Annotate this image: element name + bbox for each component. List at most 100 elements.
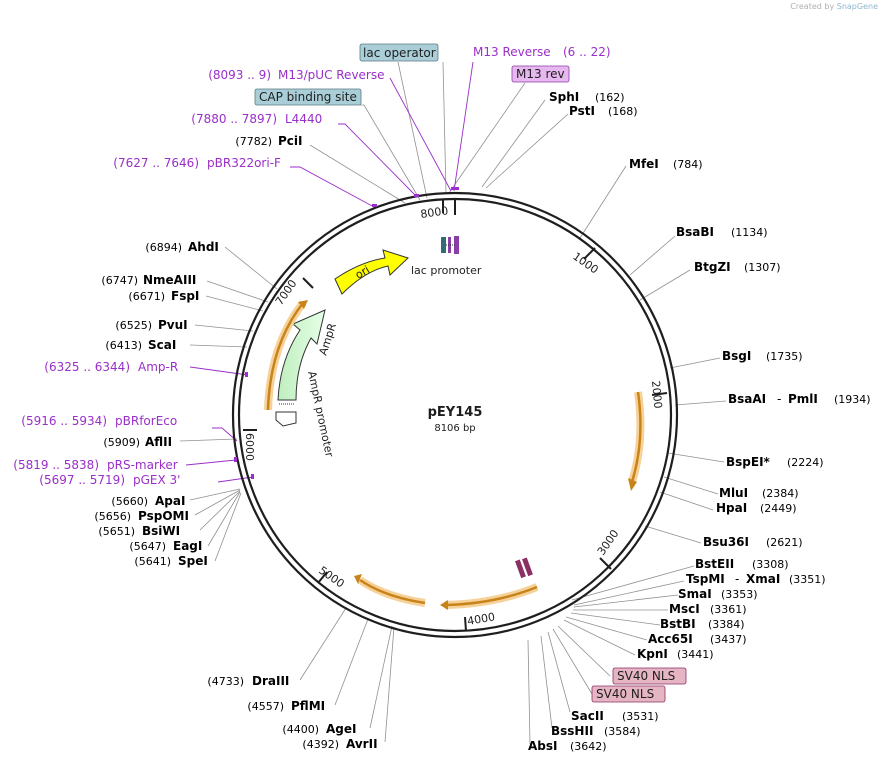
enzyme-pos: (3531) [622,710,659,723]
snapgene-credit: Created by SnapGene [790,2,878,11]
enzyme-name: HpaI [716,501,747,515]
enzyme-name: DraIII [252,674,289,688]
enzyme-name: Bsu36I [703,535,749,549]
enzyme-pos: (3384) [708,618,745,631]
primer-range: (5697 .. 5719) [39,473,125,487]
major-ticks [243,199,668,632]
primer-name: L4440 [285,112,322,126]
ampr-promoter-label: AmpR promoter [305,370,336,459]
enzyme-pos: (4557) [247,700,284,713]
enzyme-pos: (6671) [128,290,165,303]
enzyme-pos: (2621) [766,536,803,549]
primer-name: pBRforEco [115,414,177,428]
enzyme-pos: (6413) [105,339,142,352]
primer-range: (5819 .. 5838) [13,458,99,472]
enzyme-pos: (5909) [103,436,140,449]
enzyme-pos: (3351) [789,573,826,586]
primer-labels: M13 Reverse (6 .. 22) (8093 .. 9) M13/pU… [13,45,610,487]
enzyme-pos: (1307) [744,261,781,274]
tick-label: 6000 [243,433,256,461]
enzyme-name: KpnI [637,647,668,661]
plasmid-length: 8106 bp [434,423,475,434]
enzyme-name: SpeI [178,554,208,568]
enzyme-pos: (784) [673,158,703,171]
m13-rev-box: M13 rev [516,67,565,81]
primer-name: M13/pUC Reverse [278,68,385,82]
enzyme-name: AgeI [326,722,356,736]
enzyme-sep: - [777,392,781,406]
primer-name: M13 Reverse [473,45,551,59]
enzyme-name: AhdI [188,240,219,254]
enzyme-pos: (1735) [766,350,803,363]
enzyme-name: EagI [173,539,202,553]
enzyme-pos: (4733) [207,675,244,688]
enzyme-pos: (3441) [677,648,714,661]
primer-name: pGEX 3' [133,473,180,487]
sv40-nls-box-2: SV40 NLS [596,687,654,701]
ampr-promoter-arrow [275,411,297,427]
primer-range: (7627 .. 7646) [113,156,199,170]
sv40-nls-feature [515,557,533,579]
enzyme-name: AvrII [346,737,378,751]
tick-label: 5000 [316,564,346,591]
left-enzyme-labels: (7782) PciI (6894) AhdI (6747) NmeAIII (… [94,134,377,751]
tick-label: 8000 [420,204,450,221]
enzyme-name: XmaI [746,572,780,586]
enzyme-pos: (4392) [302,738,339,751]
enzyme-pos: (6525) [115,319,152,332]
lac-promoter-feature [441,236,459,254]
enzyme-name: ScaI [148,338,176,352]
enzyme-pos: (3361) [710,603,747,616]
lac-promoter-label: lac promoter [411,264,482,277]
enzyme-pos: (3642) [570,740,607,753]
snapgene-logo: SnapGene [836,2,878,11]
enzyme-name: BstEII [695,557,734,571]
sv40-nls-box-1: SV40 NLS [617,669,675,683]
enzyme-name: BsaAI [728,392,766,406]
primer-name: pRS-marker [107,458,178,472]
feature-boxes: lac operator M13 rev CAP binding site SV… [254,43,687,703]
right-leader-lines [481,99,727,745]
enzyme-name: BsgI [722,349,751,363]
enzyme-pos: (2449) [760,502,797,515]
enzyme-name: BssHII [551,724,593,738]
enzyme-pos: (6747) [101,274,138,287]
enzyme-pos: (4400) [282,723,319,736]
enzyme-pos: (3353) [721,588,758,601]
enzyme-name: SmaI [678,587,712,601]
ampr-arrow [277,309,326,401]
enzyme-name: AflII [145,435,172,449]
enzyme-pos: (168) [608,105,638,118]
enzyme-pos: (1134) [731,226,768,239]
primer-range: (6325 .. 6344) [44,360,130,374]
enzyme-pos: (162) [595,91,625,104]
primer-range: (7880 .. 7897) [191,112,277,126]
enzyme-pos: (2384) [762,487,799,500]
enzyme-name: PvuI [158,318,188,332]
enzyme-pos: (7782) [235,135,272,148]
enzyme-name: SphI [549,90,579,104]
enzyme-name: FspI [171,289,199,303]
ori-label: ori [353,263,372,281]
cds-arrowheads [298,300,637,610]
enzyme-name: BsaBI [676,225,714,239]
enzyme-name: PmlI [788,392,818,406]
ori-arrow [334,249,409,295]
right-enzyme-labels: SphI (162) PstI (168) MfeI (784) BsaBI (… [528,90,871,753]
primer-name: pBR322ori-F [207,156,281,170]
enzyme-pos: (5656) [94,510,131,523]
tick-label: 1000 [570,250,600,277]
enzyme-name: ApaI [155,494,185,508]
enzyme-name: MfeI [629,157,659,171]
enzyme-pos: (1934) [834,393,871,406]
primer-range: (6 .. 22) [563,45,611,59]
enzyme-name: BstBI [660,617,696,631]
credit-prefix: Created by [790,2,835,11]
enzyme-pos: (5651) [98,525,135,538]
enzyme-pos: (2224) [787,456,824,469]
primer-range: (5916 .. 5934) [21,414,107,428]
enzyme-name: BsiWI [142,524,180,538]
enzyme-name: Acc65I [648,632,693,646]
enzyme-name: BspEI* [726,455,771,469]
enzyme-pos: (6894) [145,241,182,254]
